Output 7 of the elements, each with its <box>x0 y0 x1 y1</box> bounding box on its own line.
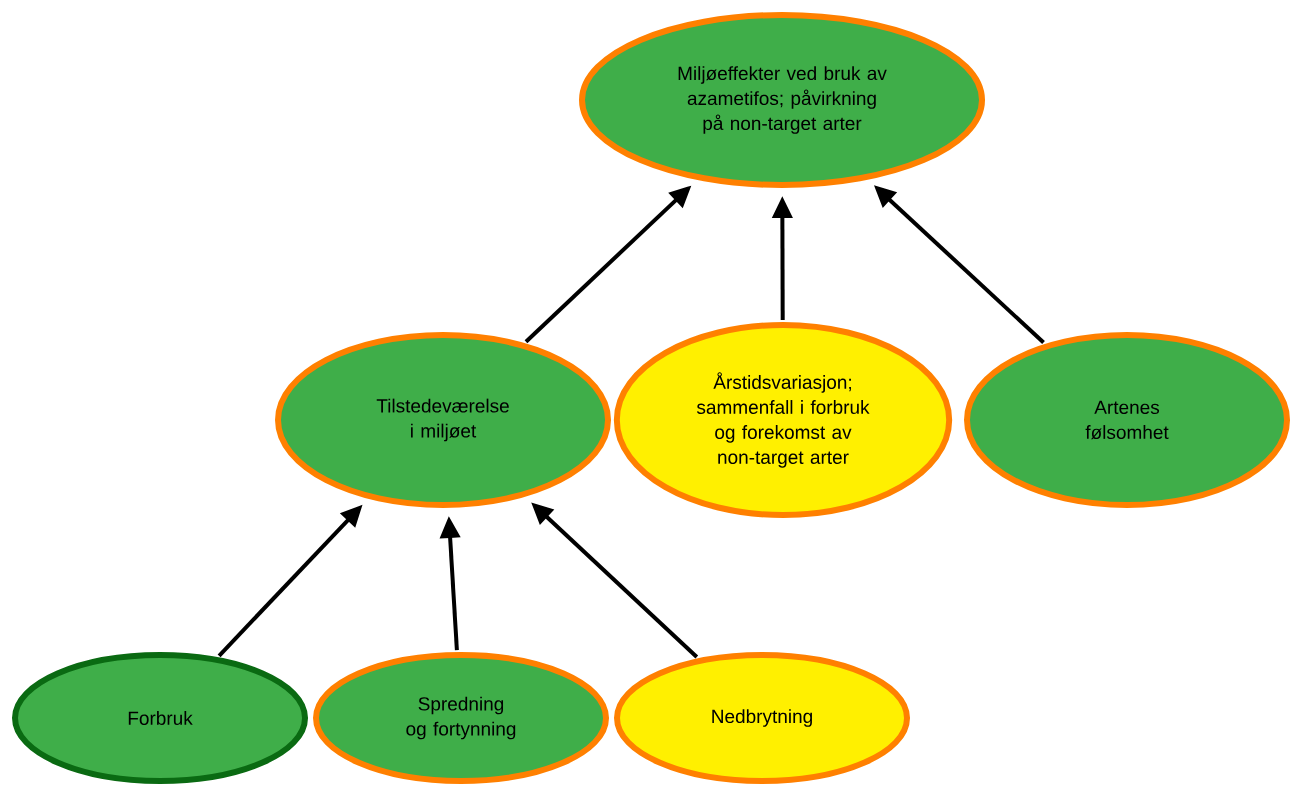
ellipse-node: Tilstedeværelse i miljøet <box>275 332 611 508</box>
ellipse-node: Spredning og fortynning <box>313 652 609 784</box>
ellipse-node: Miljøeffekter ved bruk av azametifos; påvirkning på non-target arter <box>579 12 985 188</box>
ellipse-node: Artenes følsomhet <box>964 332 1290 508</box>
ellipse-node: Årstidsvariasjon; sammenfall i forbruk og forekomst av non-target arter <box>613 322 953 518</box>
ellipse-node: Forbruk <box>12 652 308 784</box>
ellipse-node: Nedbrytning <box>614 652 910 784</box>
